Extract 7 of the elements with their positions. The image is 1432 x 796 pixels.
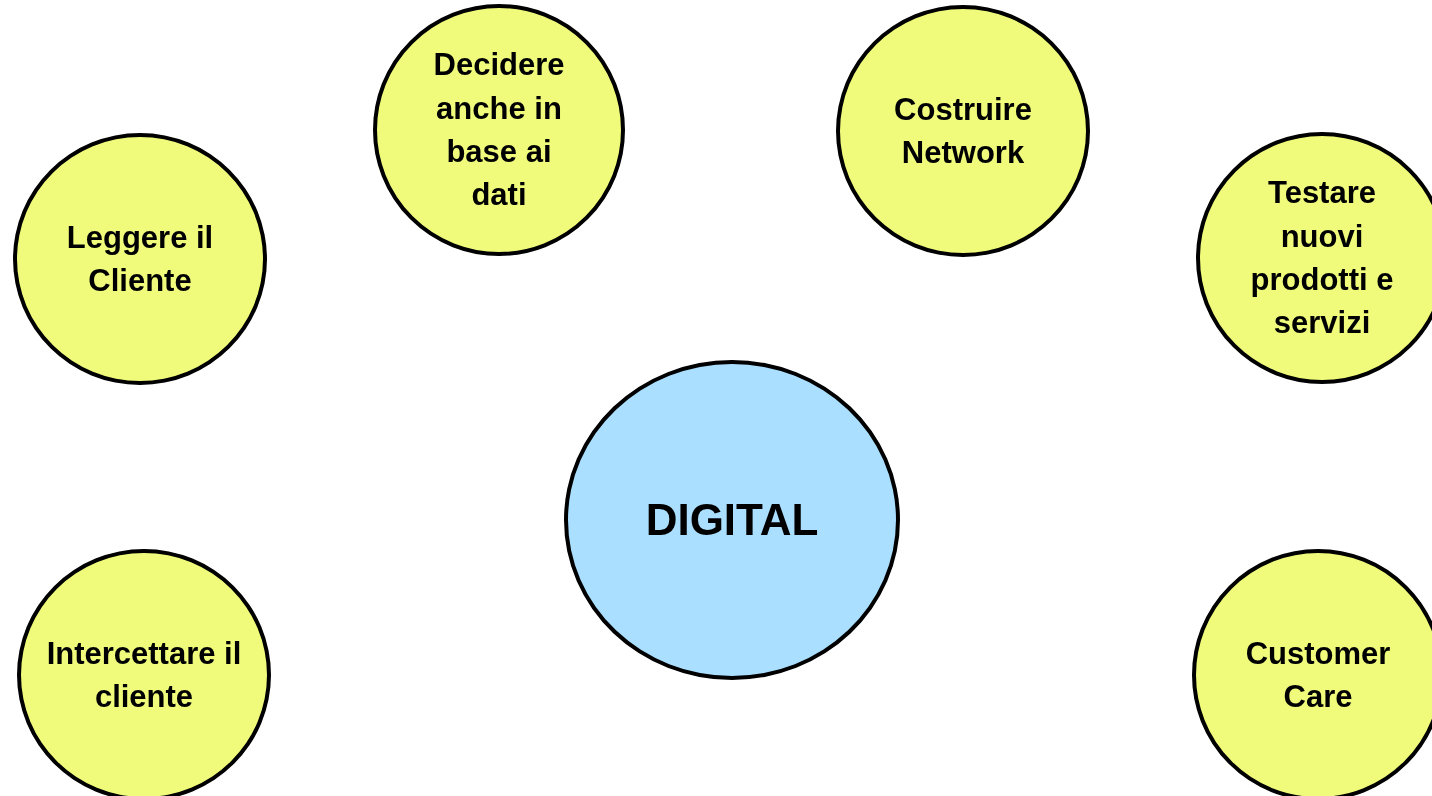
topic-label: Decidere anche in base ai dati	[432, 46, 566, 215]
topic-label: Customer Care	[1244, 634, 1392, 716]
central-label: DIGITAL	[644, 494, 820, 547]
topic-label: Costruire Network	[893, 90, 1033, 172]
topic-label: Intercettare il cliente	[45, 634, 243, 716]
topic-label: Leggere il Cliente	[65, 218, 215, 300]
topic-label: Testare nuovi prodotti e servizi	[1249, 174, 1395, 343]
